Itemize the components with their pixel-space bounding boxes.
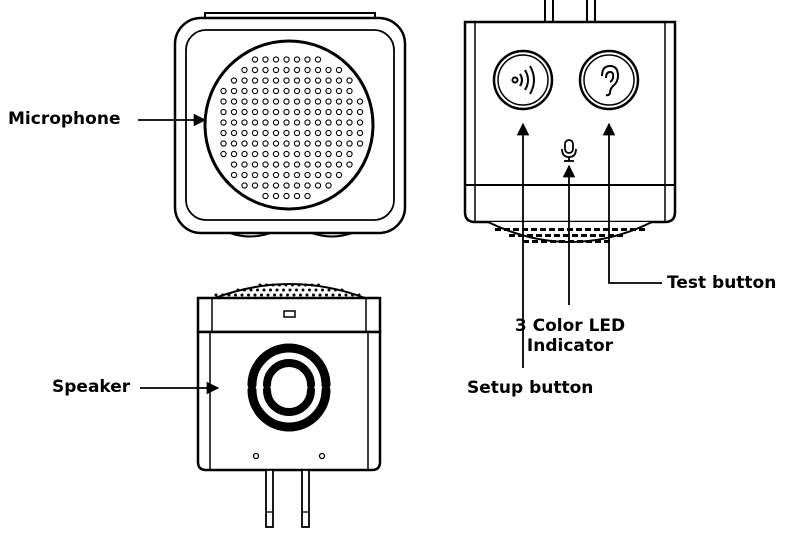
test-button[interactable] xyxy=(578,49,640,111)
microphone-icon xyxy=(561,139,577,162)
test-button-label: Test button xyxy=(667,273,777,293)
led-indicator-label-line1: 3 Color LED xyxy=(514,316,626,336)
control-face-device xyxy=(463,0,677,243)
microphone-grille-holes xyxy=(220,56,364,200)
sound-waves-icon xyxy=(511,65,535,95)
led-indicator-label: 3 Color LED Indicator xyxy=(514,316,626,356)
setup-button[interactable] xyxy=(492,49,554,111)
top-grille-holes xyxy=(214,283,361,297)
microphone-grille xyxy=(203,39,375,211)
speaker-view-device xyxy=(196,283,382,528)
bottom-grille-slots xyxy=(495,228,645,243)
ear-icon xyxy=(601,64,620,97)
speaker-rings-icon xyxy=(247,343,331,432)
speaker-label: Speaker xyxy=(52,377,131,397)
led-indicator-label-line2: Indicator xyxy=(526,336,614,356)
microphone-label: Microphone xyxy=(8,109,121,129)
led-indicator xyxy=(561,139,577,162)
test-button-pointer xyxy=(602,122,662,284)
setup-button-label: Setup button xyxy=(467,378,594,398)
